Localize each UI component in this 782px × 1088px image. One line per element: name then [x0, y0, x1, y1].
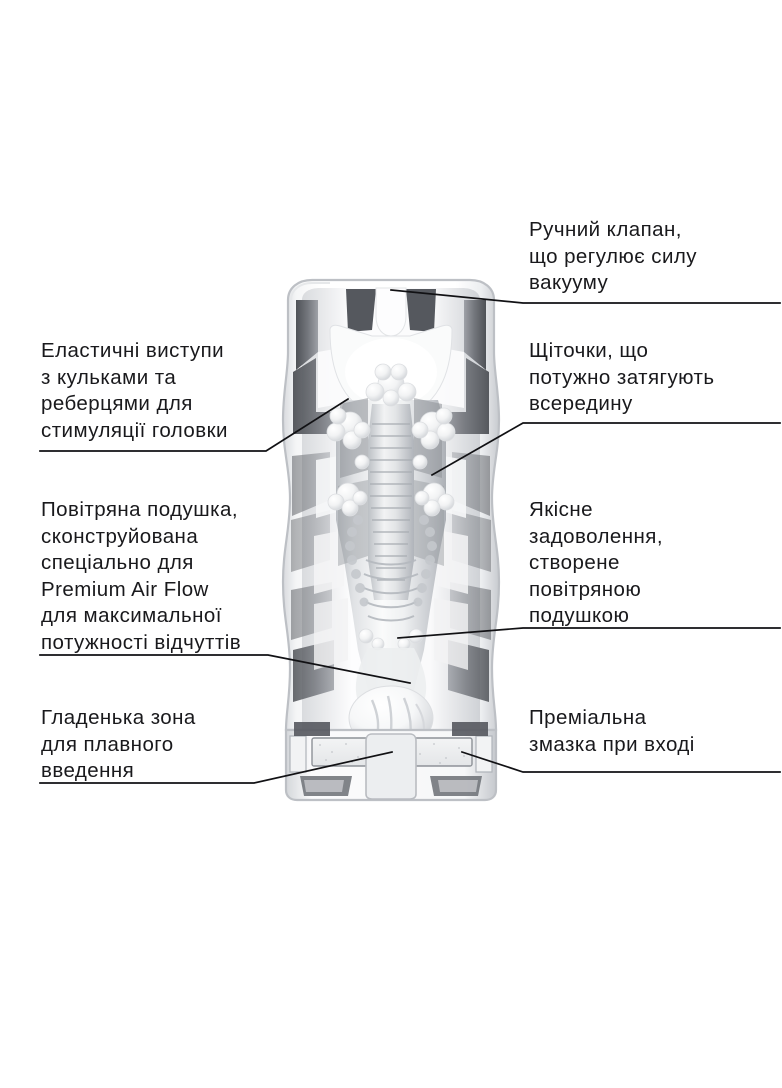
- callout-smooth-zone: Гладенька зона для плавного введення: [41, 706, 196, 782]
- ribbed-core: [363, 404, 419, 622]
- device-cutaway-interior: [291, 287, 491, 730]
- rib-rings: [345, 515, 437, 607]
- callout-valve: Ручний клапан, що регулює силу вакууму: [529, 218, 697, 294]
- callout-quality: Якісне задоволення, створене повітряною …: [529, 498, 663, 627]
- callout-brush: Щіточки, що потужно затягують всередину: [529, 339, 715, 415]
- callout-air-cushion: Повітряна подушка, сконструйована спеціа…: [41, 498, 242, 654]
- device-base: [284, 722, 498, 802]
- callout-lubricant: Преміальна змазка при вході: [529, 706, 695, 756]
- callout-bumps: Еластичні виступи з кульками та реберцям…: [41, 339, 228, 442]
